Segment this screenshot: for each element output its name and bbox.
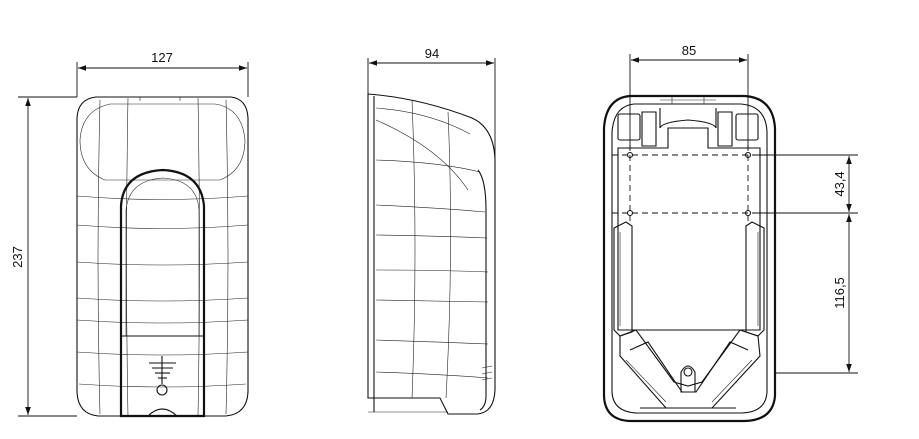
side-body-outline — [367, 93, 496, 415]
back-lower-dim: 116,5 — [832, 277, 847, 309]
front-view: 127 237 — [10, 50, 249, 418]
back-view: 85 43,4 116,5 — [602, 43, 858, 423]
side-view: 94 — [367, 46, 496, 415]
push-button — [119, 168, 206, 418]
mounting-plate — [617, 127, 761, 331]
front-top-cap — [79, 103, 246, 181]
back-hole-spacing-dim: 85 — [682, 43, 696, 58]
front-width-dim: 127 — [151, 50, 173, 65]
back-vertical-dim: 43,4 — [832, 171, 847, 196]
drip-symbol-icon — [149, 356, 176, 396]
front-body-outline — [76, 96, 249, 417]
back-shell-outline — [602, 94, 777, 423]
front-height-dim: 237 — [10, 246, 25, 268]
drain-plug-icon — [680, 365, 696, 393]
side-depth-dim: 94 — [425, 46, 439, 61]
mounting-holes — [626, 151, 752, 217]
